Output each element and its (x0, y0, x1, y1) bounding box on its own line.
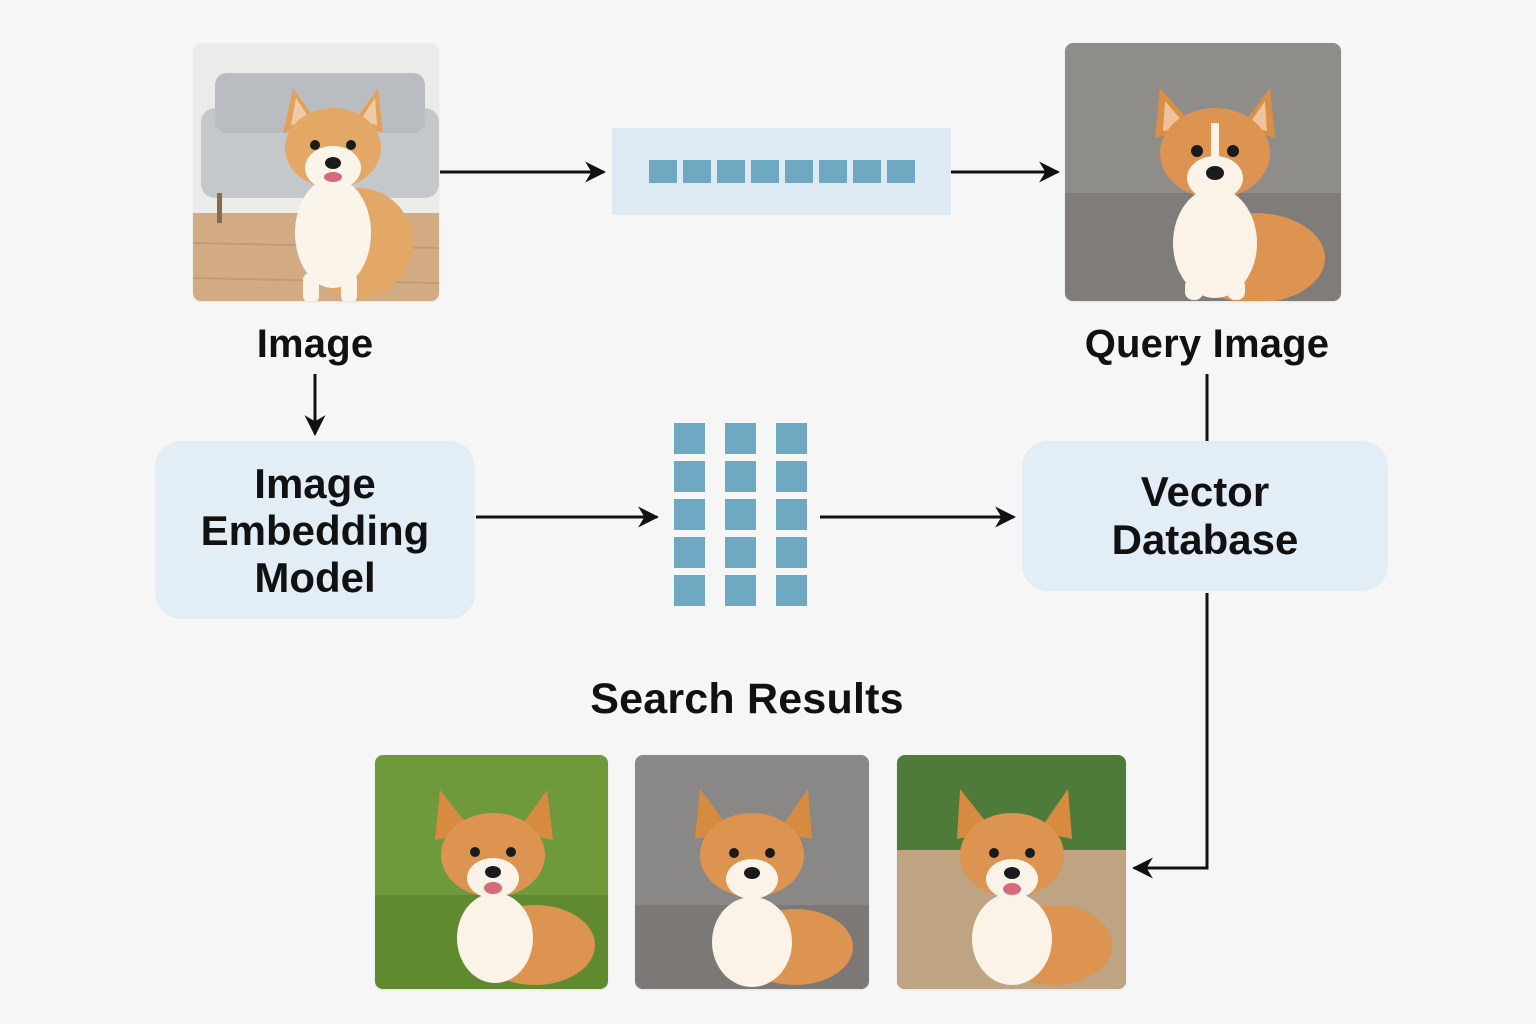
arrow-database-to-results (1131, 593, 1209, 879)
database-label-line-2: Database (1111, 516, 1299, 563)
search-results-label: Search Results (590, 675, 904, 723)
matrix-cell (725, 537, 756, 568)
matrix-cell (674, 423, 705, 454)
matrix-cell (674, 575, 705, 606)
vector-cell (716, 160, 745, 183)
vector-cell (852, 160, 881, 183)
search-result-3 (897, 755, 1126, 989)
input-corgi-photo (193, 43, 439, 301)
vector-database-box: Vector Database (1022, 441, 1388, 591)
search-result-1 (375, 755, 608, 989)
vector-cell (750, 160, 779, 183)
matrix-cell (674, 537, 705, 568)
result-3-corgi-photo (897, 755, 1126, 989)
input-image (193, 43, 439, 301)
result-1-corgi-photo (375, 755, 608, 989)
query-image (1065, 43, 1341, 301)
embedding-matrix (674, 423, 807, 606)
matrix-cell (776, 575, 807, 606)
matrix-cell (776, 423, 807, 454)
matrix-cell (725, 499, 756, 530)
image-embedding-model-box: Image Embedding Model (155, 441, 475, 619)
model-label-line-3: Model (254, 553, 376, 601)
database-label-line-1: Vector (1140, 468, 1270, 515)
matrix-cell (725, 461, 756, 492)
image-label: Image (256, 322, 374, 366)
query-corgi-photo (1065, 43, 1341, 301)
model-label-line-2: Embedding (200, 506, 430, 554)
matrix-cell (776, 499, 807, 530)
query-image-label: Query Image (1084, 322, 1330, 366)
embedding-vector (612, 128, 951, 215)
vector-cell (818, 160, 847, 183)
vector-cell (784, 160, 813, 183)
search-result-2 (635, 755, 869, 989)
vector-cell (682, 160, 711, 183)
matrix-cell (725, 575, 756, 606)
vector-cell (648, 160, 677, 183)
matrix-cell (674, 499, 705, 530)
matrix-cell (674, 461, 705, 492)
model-label-line-1: Image (254, 459, 376, 507)
matrix-cell (725, 423, 756, 454)
matrix-cell (776, 537, 807, 568)
result-2-corgi-photo (635, 755, 869, 989)
vector-cell (886, 160, 915, 183)
matrix-cell (776, 461, 807, 492)
